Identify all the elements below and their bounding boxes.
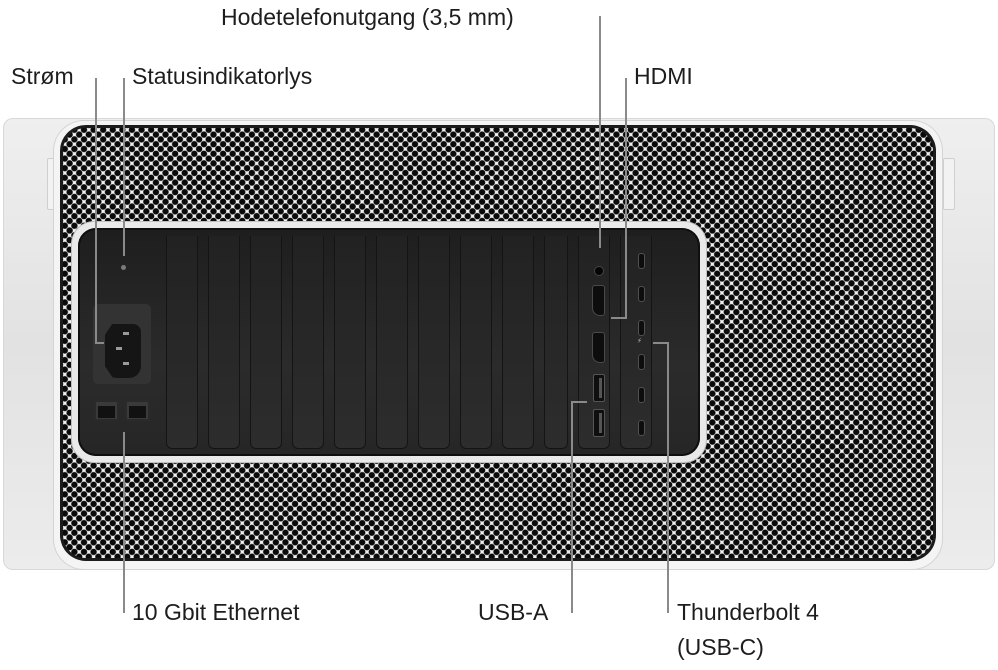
- leader-line-ethernet: [123, 432, 125, 613]
- ethernet-port: [125, 400, 150, 421]
- label-power: Strøm: [11, 63, 74, 89]
- headphone-jack: [595, 267, 603, 275]
- pcie-slot-cover: [166, 236, 198, 449]
- pcie-slot-cover: [292, 236, 324, 449]
- pcie-slot-cover: [250, 236, 282, 449]
- pcie-slot-cover: [376, 236, 408, 449]
- leader-line-usb-a-tick: [571, 401, 587, 403]
- thunderbolt-port: [638, 253, 645, 269]
- label-ethernet: 10 Gbit Ethernet: [132, 599, 300, 625]
- label-headphone: Hodetelefonutgang (3,5 mm): [221, 4, 514, 30]
- leader-line-hdmi-tick: [611, 317, 627, 319]
- leader-line-power: [95, 78, 97, 344]
- leader-line-headphone: [599, 16, 601, 248]
- rack-clip-right: [943, 158, 955, 210]
- port-panel: ⚡: [78, 228, 700, 456]
- leader-line-thunderbolt-tick: [653, 342, 669, 344]
- hdmi-port: [592, 332, 605, 363]
- power-pin: [123, 332, 129, 335]
- thunderbolt-port: [638, 320, 645, 336]
- pcie-slot-cover: [460, 236, 492, 449]
- leader-line-power-tick: [95, 342, 104, 344]
- thunderbolt-port: [638, 286, 645, 302]
- leader-line-hdmi: [625, 78, 627, 319]
- label-hdmi: HDMI: [634, 63, 693, 89]
- leader-line-status: [123, 78, 125, 256]
- thunderbolt-port: [638, 420, 645, 436]
- thunderbolt-port: [638, 387, 645, 403]
- io-card-right: [620, 236, 652, 449]
- pcie-slot-cover: [418, 236, 450, 449]
- ethernet-port: [94, 400, 119, 421]
- pcie-slot-cover: [544, 236, 568, 449]
- hdmi-port: [592, 285, 605, 316]
- power-pin: [123, 362, 129, 365]
- label-thunderbolt-sub: (USB-C): [677, 634, 764, 660]
- usb-a-port: [593, 409, 605, 437]
- label-thunderbolt: Thunderbolt 4: [677, 599, 819, 625]
- label-usb-a: USB-A: [478, 599, 549, 625]
- thunderbolt-port: [638, 354, 645, 370]
- status-indicator-light: [121, 265, 126, 270]
- pcie-slot-cover: [502, 236, 534, 449]
- thunderbolt-icon: ⚡: [637, 338, 642, 345]
- usb-a-port: [593, 374, 605, 402]
- power-pin: [116, 347, 122, 350]
- pcie-slot-cover: [334, 236, 366, 449]
- pcie-slot-cover: [208, 236, 240, 449]
- label-status-light: Statusindikatorlys: [132, 63, 313, 89]
- leader-line-thunderbolt: [667, 343, 669, 613]
- leader-line-usb-a: [571, 402, 573, 613]
